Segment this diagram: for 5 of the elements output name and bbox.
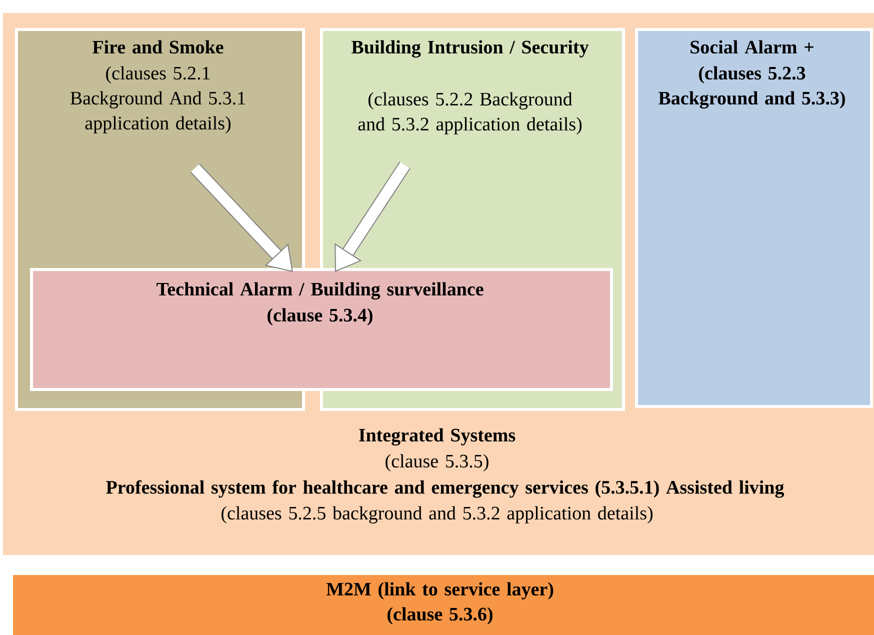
arrow bbox=[190, 164, 293, 272]
category-box: Technical Alarm / Building surveillance (clause 5.3.4) bbox=[30, 268, 613, 391]
category-box: Social Alarm + (clauses 5.2.3 Background and 5.3.3) bbox=[635, 28, 873, 408]
arrow bbox=[334, 161, 410, 272]
bottom-band: M2M (link to service layer) (clause 5.3.6) bbox=[10, 572, 874, 635]
